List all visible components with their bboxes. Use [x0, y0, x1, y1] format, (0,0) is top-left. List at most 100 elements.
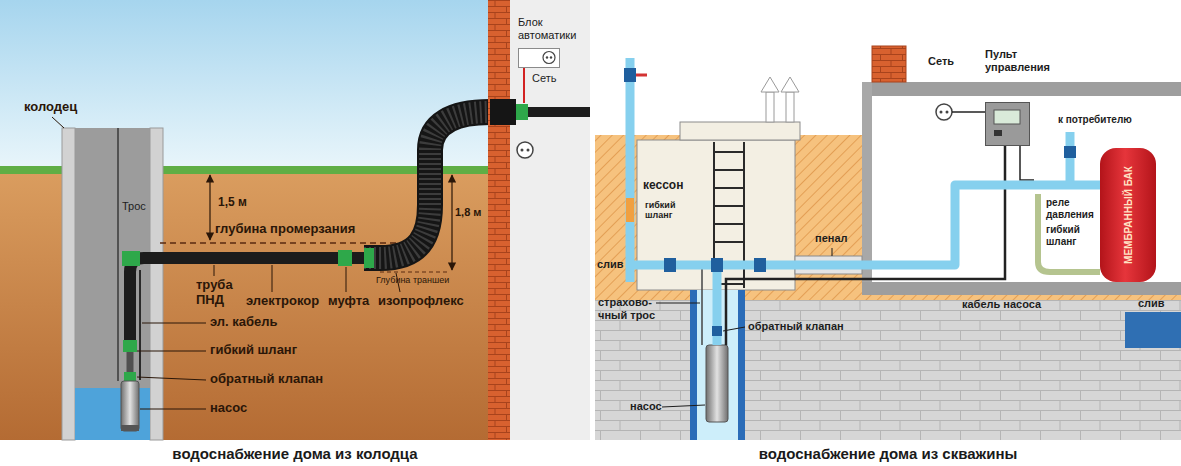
node-title: Пульт управления: [985, 48, 1057, 74]
frost-line: [160, 242, 412, 244]
dimension-line: [451, 175, 452, 270]
vent-pipe: [786, 92, 794, 122]
part-label: обратный клапан: [748, 320, 844, 333]
part-label: страхово- чный трос: [598, 296, 660, 321]
power-wire: [523, 68, 525, 103]
rope: [117, 128, 119, 381]
power-wire: [952, 111, 985, 113]
box-icon: [519, 49, 558, 66]
membrane-tank: МЕМБРАННЫЙ БАК: [1100, 148, 1156, 282]
leader-line: [140, 409, 206, 410]
leader-line: [656, 303, 700, 304]
check-valve: [124, 372, 136, 381]
part-label: насос: [630, 400, 662, 413]
part-label: Сеть: [532, 72, 556, 85]
leader-line: [142, 323, 206, 324]
pipe-fitting: [123, 340, 137, 352]
node-title: МЕМБРАННЫЙ БАК: [1123, 166, 1134, 264]
house-roof: [862, 82, 1181, 96]
flexible-hose: [127, 352, 134, 372]
socket-hole: [546, 56, 548, 58]
leader-line: [832, 248, 833, 256]
vent-pipe: [766, 92, 774, 122]
valve: [624, 68, 636, 82]
socket: [936, 104, 952, 120]
dimension-label: глубина промерзания: [215, 222, 355, 237]
part-label: изопрофлекс: [378, 294, 464, 309]
brick-wall: [488, 0, 510, 440]
house-floor: [862, 282, 1181, 295]
dimension-label: 1,8 м: [455, 206, 482, 219]
socket: [543, 52, 555, 64]
part-label: Трос: [122, 200, 146, 213]
tube-joint: [364, 248, 374, 268]
pump: [706, 345, 728, 422]
wall-coupling: [516, 104, 528, 120]
leader-line: [272, 265, 273, 292]
tee-fitting: [711, 258, 723, 272]
part-label: насос: [210, 401, 247, 416]
drain-pit: [1125, 312, 1181, 348]
part-label: муфта: [328, 294, 369, 309]
socket-hole: [527, 149, 530, 152]
dimension-label: 1,5 м: [218, 196, 247, 210]
part-label: кабель насоса: [962, 298, 1041, 311]
house-interior: [510, 0, 590, 440]
safety-rope: [701, 268, 703, 345]
part-label: к потребителю: [1058, 114, 1132, 126]
panel-caption: водоснабжение дома из скважины: [759, 445, 1018, 462]
control-unit: Блок автоматики: [518, 16, 588, 68]
dimension-line: [209, 175, 210, 240]
vent-arrow: [761, 77, 779, 92]
panel-button: [994, 130, 1002, 136]
part-label: гибкий шланг: [210, 343, 297, 358]
coupling: [338, 250, 352, 266]
well-wall: [62, 128, 75, 440]
socket-hole: [521, 149, 524, 152]
socket-hole: [550, 56, 552, 58]
node-title: кессон: [643, 178, 683, 192]
water-pipe: [630, 58, 795, 265]
socket-hole: [946, 111, 949, 114]
part-label: слив: [1138, 297, 1165, 310]
part-label: слив: [597, 258, 624, 271]
part-label: труба ПНД: [196, 278, 240, 308]
well-interior: [75, 128, 150, 440]
part-label: реле давления: [1046, 197, 1102, 220]
panel-caption: водоснабжение дома из колодца: [172, 445, 417, 462]
leader-line: [723, 327, 745, 331]
caisson-lid: [680, 122, 800, 140]
elbow-fitting: [122, 251, 140, 266]
part-label: гибкий шланг: [1046, 224, 1102, 247]
chimney: [872, 46, 906, 82]
valve: [1064, 146, 1076, 158]
vent-arrow: [781, 77, 799, 92]
automation-box: [518, 48, 560, 68]
socket-hole: [940, 111, 943, 114]
panel-screen: [994, 110, 1020, 124]
bedrock: [595, 300, 1181, 440]
box-icon: [986, 103, 1028, 144]
flexible-hose: [626, 198, 634, 222]
insulated-tube: [490, 99, 516, 125]
leader-line: [137, 351, 206, 352]
trench-line: [380, 272, 448, 273]
part-label: электрокор: [246, 294, 319, 309]
leader-line: [52, 117, 64, 128]
check-valve: [712, 326, 722, 336]
part-label: колодец: [24, 100, 77, 115]
drain-pipe: [626, 265, 635, 282]
valve: [664, 258, 676, 272]
part-label: Сеть: [928, 55, 954, 68]
house-pipe: [528, 107, 590, 117]
part-label: обратный клапан: [210, 372, 323, 387]
part-label: гибкий шланг: [645, 200, 693, 221]
valve-handle: [636, 74, 647, 77]
valve: [754, 258, 766, 272]
part-label: эл. кабель: [210, 315, 278, 330]
leader-line: [214, 265, 215, 276]
pump-base: [121, 425, 139, 431]
